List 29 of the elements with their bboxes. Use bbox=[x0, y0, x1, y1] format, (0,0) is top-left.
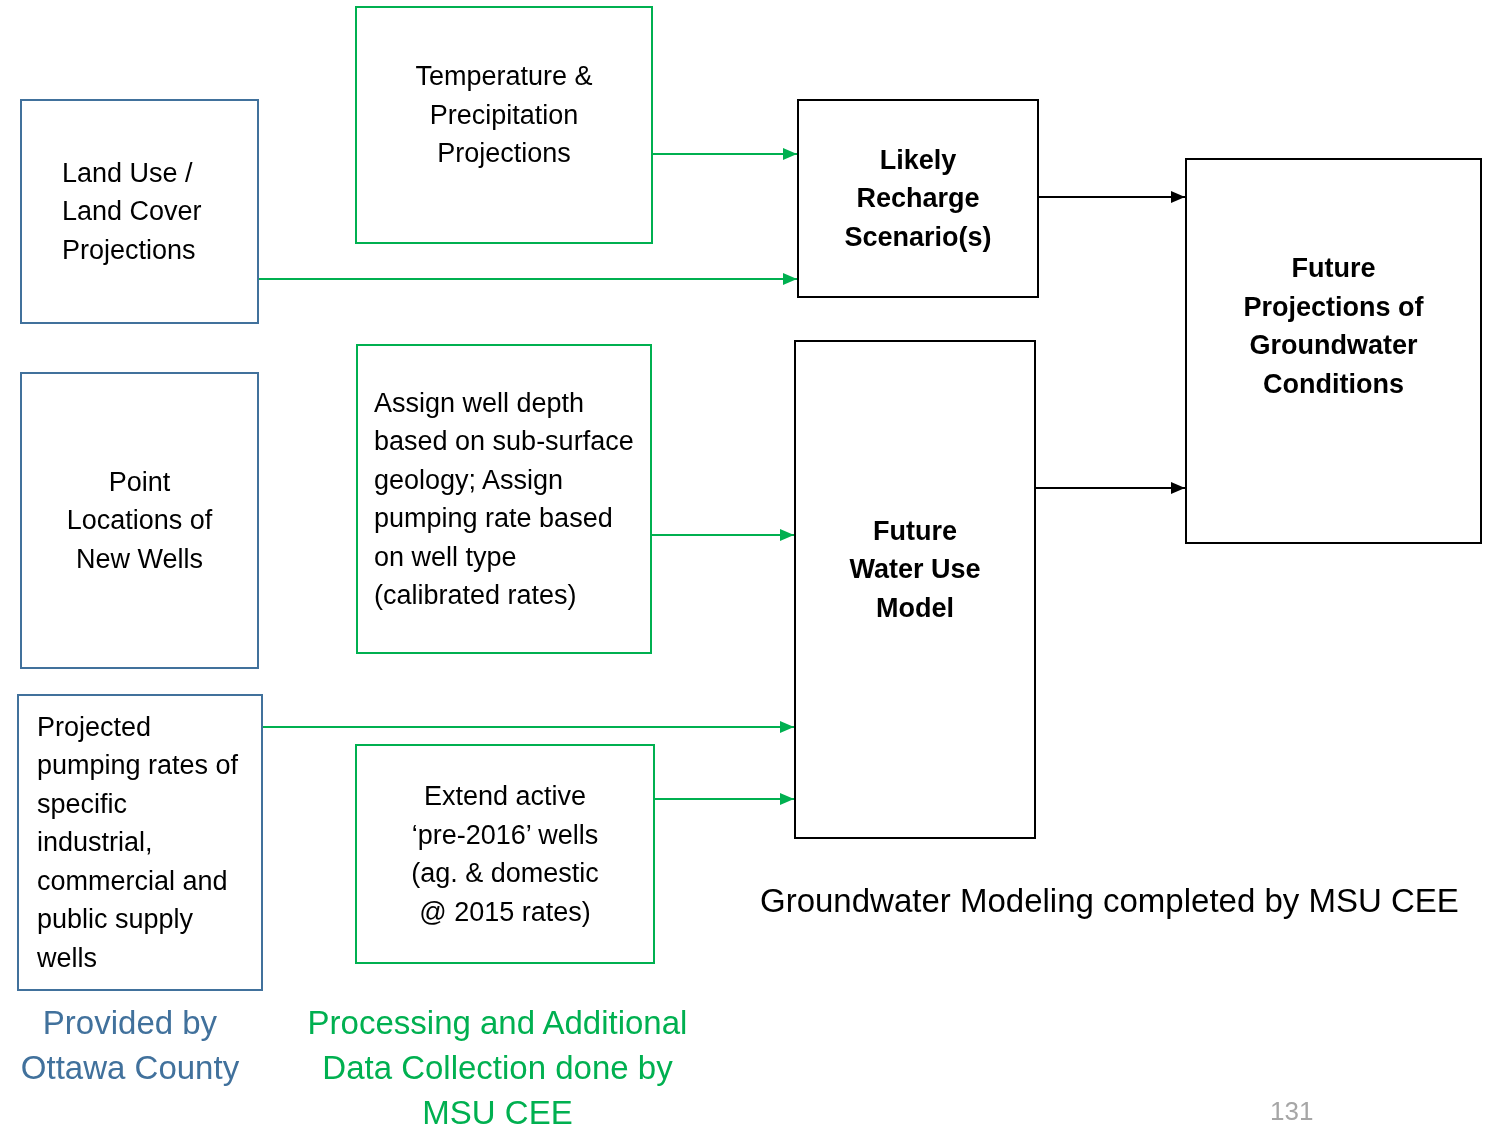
process-box bbox=[17, 694, 263, 991]
box-text: Point Locations of New Wells bbox=[65, 465, 214, 576]
process-box bbox=[355, 744, 655, 964]
process-box bbox=[356, 344, 652, 654]
box-text: Assign well depth based on sub-surface geology; Assign pumping rate based on well type (calibrated rates) bbox=[373, 386, 635, 612]
arrow bbox=[654, 793, 795, 805]
arrow bbox=[1035, 482, 1186, 494]
process-box bbox=[20, 99, 259, 324]
arrow bbox=[652, 148, 798, 160]
box-text: Projected pumping rates of specific industrial, commercial and public supply wells bbox=[36, 710, 240, 975]
process-box bbox=[797, 99, 1039, 298]
group-caption: Groundwater Modeling completed by MSU CEE bbox=[760, 881, 1460, 921]
process-box bbox=[794, 340, 1036, 839]
group-caption: Provided by Ottawa County bbox=[19, 1003, 241, 1088]
arrow bbox=[1038, 191, 1186, 203]
page-number: 131 bbox=[1270, 1095, 1314, 1124]
arrow bbox=[262, 721, 795, 733]
box-text: Likely Recharge Scenario(s) bbox=[843, 143, 993, 254]
arrow bbox=[258, 273, 798, 285]
process-box bbox=[20, 372, 259, 669]
group-caption: Processing and Additional Data Collection done by MSU CEE bbox=[306, 1003, 689, 1124]
box-text: Future Water Use Model bbox=[848, 514, 982, 625]
process-box bbox=[355, 6, 653, 244]
arrow bbox=[651, 529, 795, 541]
box-text: Temperature & Precipitation Projections bbox=[414, 60, 594, 171]
box-text: Future Projections of Groundwater Conditions bbox=[1242, 252, 1425, 401]
box-text: Land Use / Land Cover Projections bbox=[61, 156, 203, 267]
process-box bbox=[1185, 158, 1482, 544]
box-text: Extend active ‘pre-2016’ wells (ag. & domestic @ 2015 rates) bbox=[410, 780, 600, 929]
